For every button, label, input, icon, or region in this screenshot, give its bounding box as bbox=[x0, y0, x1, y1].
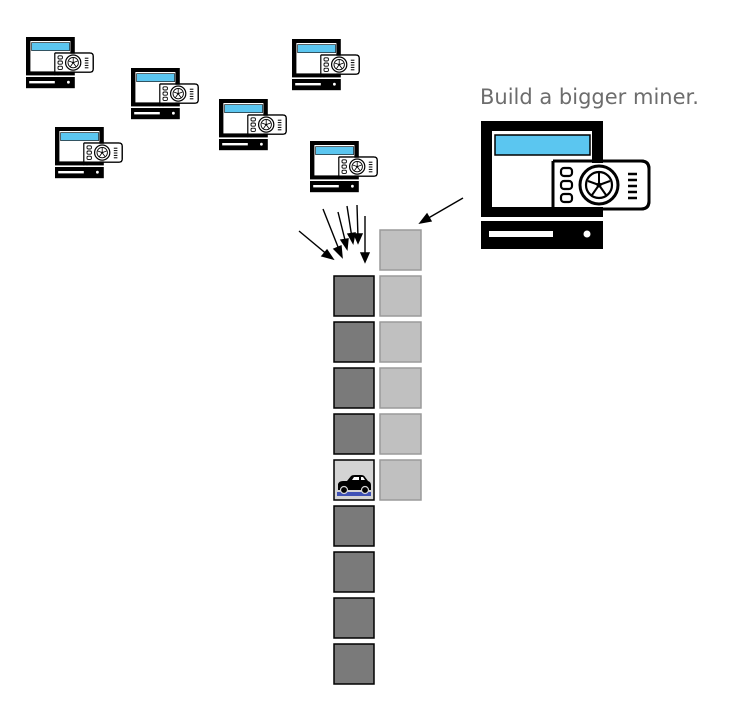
small-miner-icon bbox=[54, 126, 123, 179]
pending-block bbox=[379, 413, 422, 455]
chain-block bbox=[333, 275, 375, 317]
small-miner-icon bbox=[25, 36, 94, 89]
chain-block bbox=[333, 321, 375, 363]
blockchain-column bbox=[333, 275, 375, 685]
pending-block bbox=[379, 275, 422, 317]
miner-arrows bbox=[298, 197, 464, 264]
pending-blocks-column bbox=[379, 229, 422, 501]
pending-block bbox=[379, 367, 422, 409]
pending-block bbox=[379, 459, 422, 501]
big-miner-icon bbox=[479, 119, 651, 251]
small-miner-icon bbox=[218, 98, 287, 151]
small-miner-icon bbox=[291, 38, 360, 91]
chain-block bbox=[333, 367, 375, 409]
chain-block bbox=[333, 413, 375, 455]
pending-block bbox=[379, 229, 422, 271]
chain-block bbox=[333, 551, 375, 593]
caption-text: Build a bigger miner. bbox=[480, 85, 699, 109]
chain-block bbox=[333, 505, 375, 547]
small-miner-icon bbox=[309, 140, 378, 193]
pending-block bbox=[379, 321, 422, 363]
chain-block bbox=[333, 597, 375, 639]
chain-block bbox=[333, 643, 375, 685]
car-icon bbox=[337, 475, 371, 496]
small-miner-icon bbox=[130, 67, 199, 120]
